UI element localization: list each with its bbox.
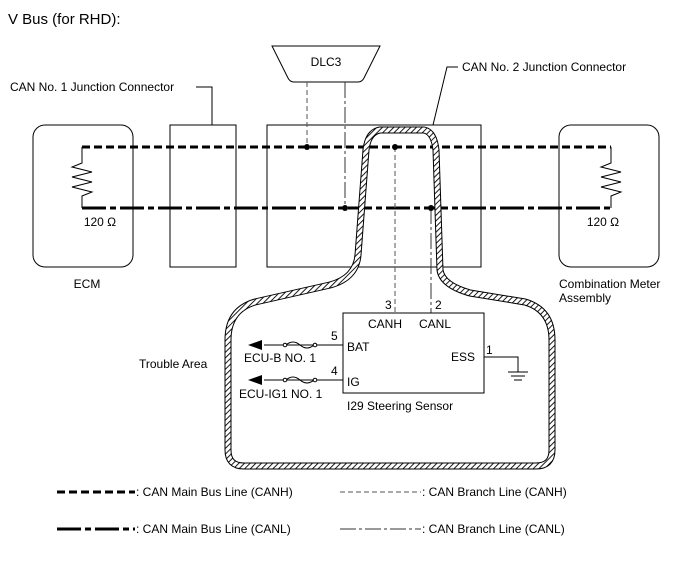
pin-canl-name: CANL xyxy=(419,317,451,331)
legend-branch-canh-label: : CAN Branch Line (CANH) xyxy=(422,485,567,499)
meter-resistor xyxy=(599,147,623,208)
meter-label-line2: Assembly xyxy=(559,291,611,305)
splice-sensor-canl xyxy=(428,205,434,211)
pin-canh-name: CANH xyxy=(368,317,402,331)
junction1-leader xyxy=(196,86,213,125)
ecm-resistor-label: 120 Ω xyxy=(84,215,116,229)
meter-label-line1: Combination Meter xyxy=(559,277,660,291)
bat-arrow xyxy=(248,340,262,350)
splice-dlc3-canl xyxy=(342,205,348,211)
ig-fuse-terminal-left xyxy=(282,377,288,383)
meter-resistor-label: 120 Ω xyxy=(587,215,619,229)
ecm-label: ECM xyxy=(74,277,101,291)
combination-meter-box xyxy=(558,124,660,268)
fuse-ecu-ig1-label: ECU-IG1 NO. 1 xyxy=(239,387,323,401)
ecm-resistor xyxy=(70,147,94,208)
pin-canl-num: 2 xyxy=(435,298,442,312)
legend-main-canl-label: : CAN Main Bus Line (CANL) xyxy=(136,522,291,536)
pin-bat-num: 5 xyxy=(331,329,338,343)
sensor-name: I29 Steering Sensor xyxy=(347,399,453,413)
junction2-leader xyxy=(432,66,458,126)
ig-arrow xyxy=(248,375,262,385)
dlc3-connector xyxy=(271,45,381,83)
splice-sensor-canh xyxy=(392,144,398,150)
pin-canh-num: 3 xyxy=(385,298,392,312)
pin-ess-name: ESS xyxy=(451,350,475,364)
junction-connector-1-box xyxy=(169,124,237,268)
legend-main-canh-label: : CAN Main Bus Line (CANH) xyxy=(136,485,293,499)
ig-fuse-terminal-right xyxy=(312,377,318,383)
pin-bat-name: BAT xyxy=(347,340,370,354)
pin-ess-num: 1 xyxy=(486,343,493,357)
legend-branch-canl-label: : CAN Branch Line (CANL) xyxy=(422,522,565,536)
junction2-label: CAN No. 2 Junction Connector xyxy=(462,60,626,74)
splice-dlc3-canh xyxy=(304,144,310,150)
junction1-label: CAN No. 1 Junction Connector xyxy=(10,80,174,94)
bat-fuse-terminal-right xyxy=(312,342,318,348)
junction-connector-2-box xyxy=(266,124,482,268)
ig-fuse xyxy=(285,376,315,384)
pin-ig-num: 4 xyxy=(331,364,338,378)
trouble-area-hatch xyxy=(225,127,555,469)
bat-fuse xyxy=(285,341,315,349)
dlc3-label: DLC3 xyxy=(311,55,342,69)
pin-ig-name: IG xyxy=(347,375,360,389)
steering-sensor-box xyxy=(342,312,485,394)
bat-fuse-terminal-left xyxy=(282,342,288,348)
diagram-title: V Bus (for RHD): xyxy=(8,11,121,28)
fuse-ecu-b-label: ECU-B NO. 1 xyxy=(244,351,316,365)
ess-ground-wire xyxy=(484,356,519,372)
trouble-area-label: Trouble Area xyxy=(139,357,208,371)
